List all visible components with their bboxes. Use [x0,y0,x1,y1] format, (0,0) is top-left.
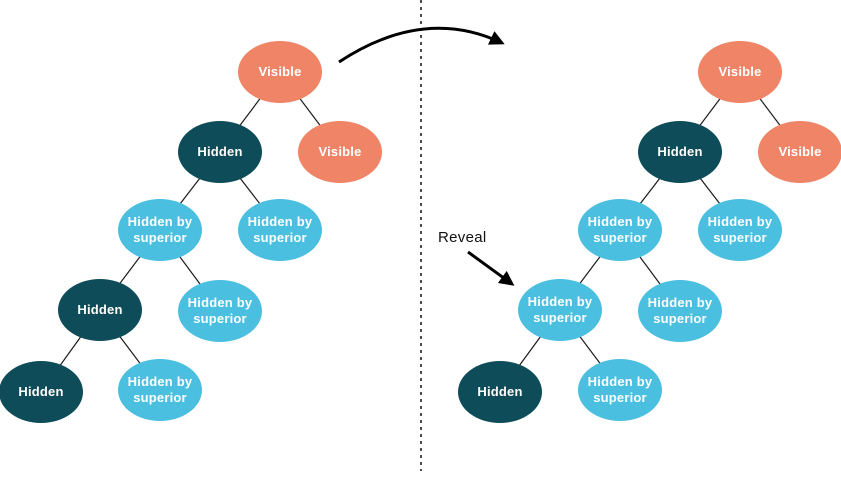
annotation-arrows [338,0,515,471]
transition-arrow [338,26,505,64]
tree-node-hidden-by-superior: Hidden by superior [178,280,262,342]
tree-node-label: Hidden by superior [707,213,773,245]
tree-node-hidden-by-superior: Hidden by superior [518,279,602,341]
tree-node-hidden-by-superior: Hidden by superior [118,359,202,421]
tree-node-label: Hidden [77,301,123,317]
tree-node-label: Hidden by superior [127,373,193,405]
tree-node-visible: Visible [238,41,322,103]
tree-node-label: Hidden by superior [587,213,653,245]
tree-node-label: Hidden [18,383,64,399]
tree-node-visible: Visible [698,41,782,103]
tree-node-label: Hidden by superior [527,293,593,325]
tree-node-hidden: Hidden [178,121,262,183]
tree-node-visible: Visible [758,121,841,183]
tree-node-hidden-by-superior: Hidden by superior [698,199,782,261]
tree-node-label: Hidden by superior [647,294,713,326]
tree-node-hidden: Hidden [458,361,542,423]
tree-node-hidden-by-superior: Hidden by superior [578,199,662,261]
tree-node-label: Hidden by superior [587,373,653,405]
tree-node-label: Hidden by superior [247,213,313,245]
tree-node-hidden: Hidden [0,361,83,423]
tree-node-label: Hidden [197,143,243,159]
tree-node-label: Visible [778,143,822,159]
tree-node-label: Hidden by superior [187,294,253,326]
tree-node-label: Visible [718,63,762,79]
tree-node-visible: Visible [298,121,382,183]
tree-node-hidden: Hidden [638,121,722,183]
reveal-label: Reveal [438,229,487,246]
tree-node-hidden-by-superior: Hidden by superior [638,280,722,342]
tree-node-label: Hidden [477,383,523,399]
reveal-arrow [467,250,515,286]
tree-node-hidden-by-superior: Hidden by superior [578,359,662,421]
tree-node-label: Visible [318,143,362,159]
tree-node-hidden: Hidden [58,279,142,341]
tree-node-label: Visible [258,63,302,79]
tree-node-label: Hidden by superior [127,213,193,245]
tree-node-label: Hidden [657,143,703,159]
tree-node-hidden-by-superior: Hidden by superior [118,199,202,261]
tree-node-hidden-by-superior: Hidden by superior [238,199,322,261]
